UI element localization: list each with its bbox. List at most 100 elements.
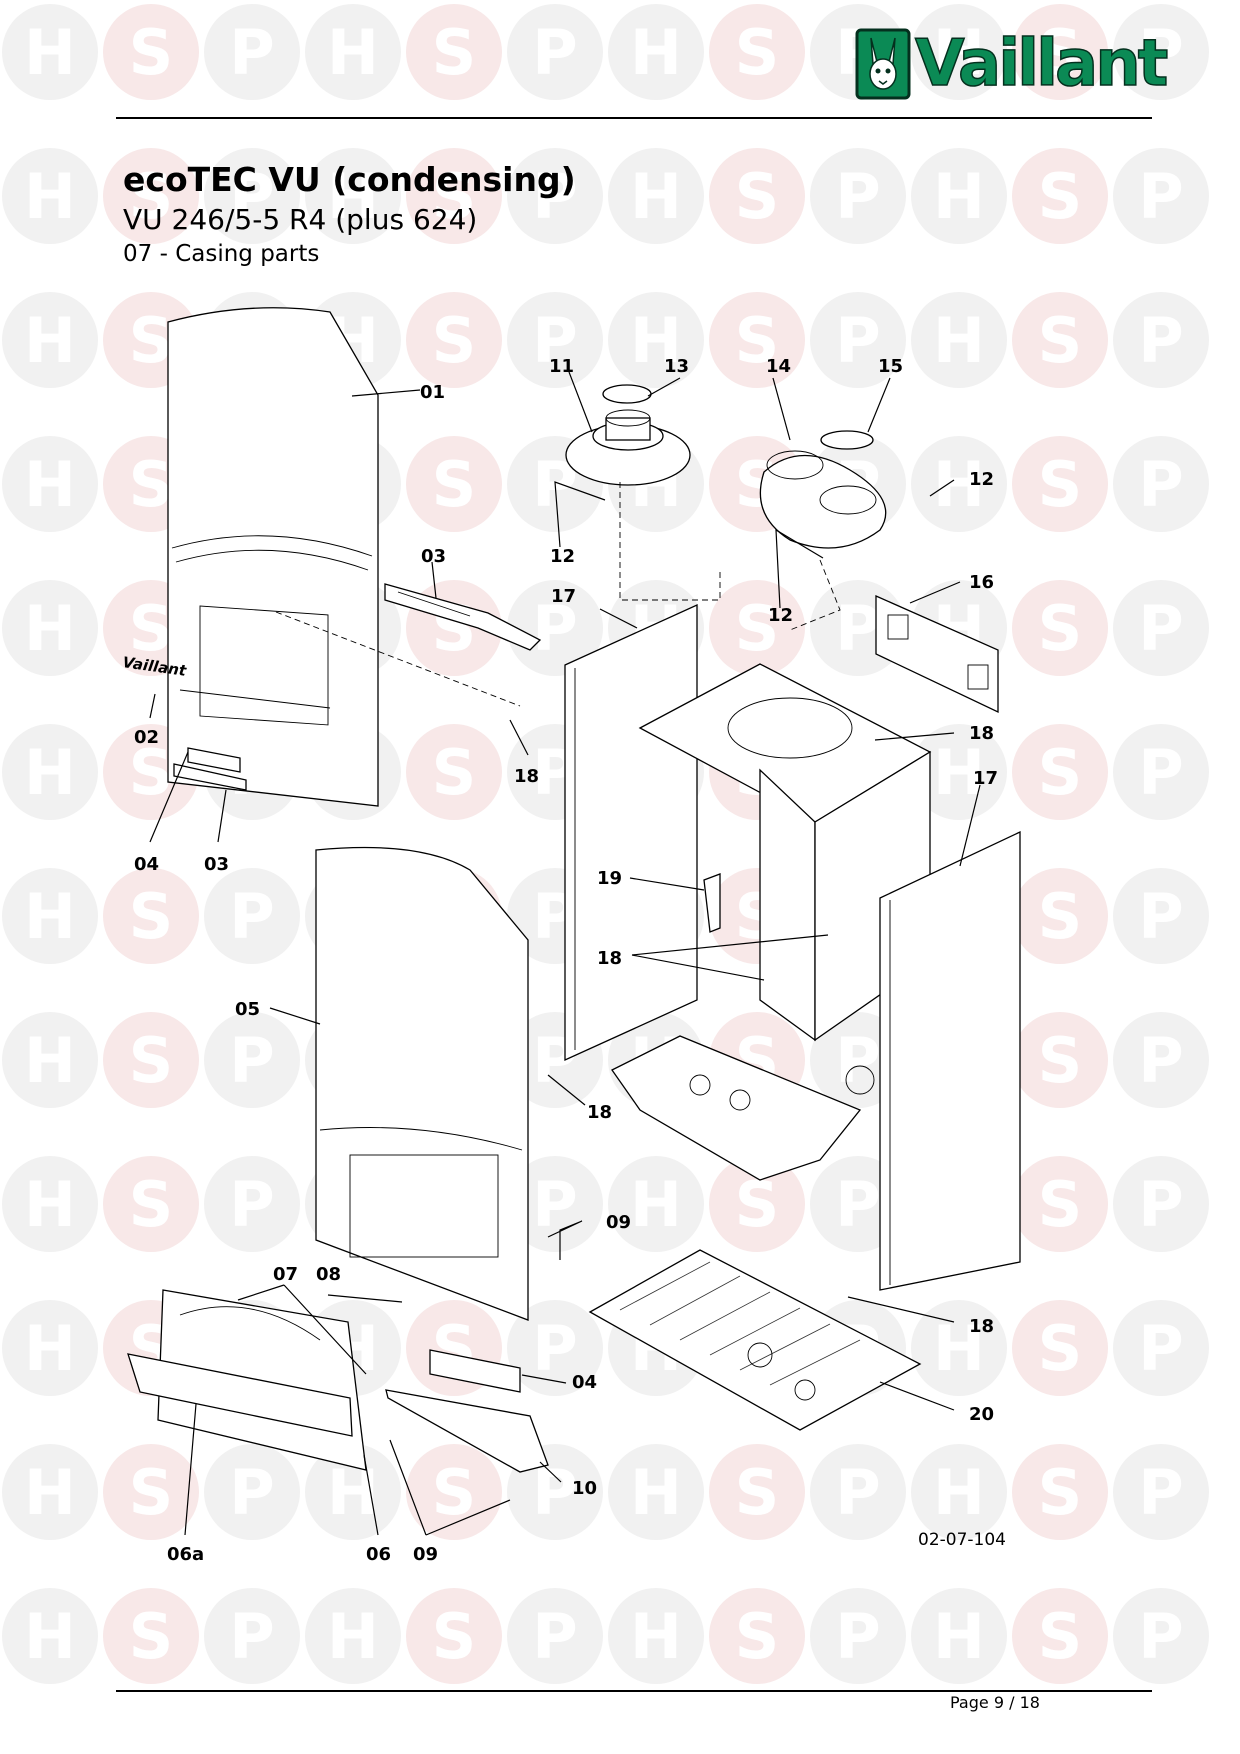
watermark-circle — [103, 4, 199, 100]
watermark-circle — [1012, 436, 1108, 532]
watermark-circle — [1012, 580, 1108, 676]
watermark-circle — [911, 148, 1007, 244]
watermark-circle — [2, 148, 98, 244]
watermark-letter: H — [24, 1312, 76, 1385]
watermark-circle — [911, 436, 1007, 532]
watermark-circle — [406, 724, 502, 820]
part-19-clip — [703, 873, 721, 933]
watermark-letter: P — [835, 592, 880, 665]
watermark-circle — [305, 1588, 401, 1684]
watermark-letter: S — [1038, 592, 1083, 665]
watermark-letter: S — [1038, 1600, 1083, 1673]
watermark-circle — [2, 868, 98, 964]
watermark-letter: P — [835, 160, 880, 233]
callout-label: 18 — [969, 1316, 994, 1337]
watermark-letter: H — [327, 16, 379, 89]
watermark-letter: P — [835, 1168, 880, 1241]
watermark-circle — [2, 436, 98, 532]
callout-label: 09 — [606, 1212, 631, 1233]
watermark-letter: S — [129, 736, 174, 809]
watermark-circle — [1012, 1012, 1108, 1108]
watermark-circle — [608, 1156, 704, 1252]
watermark-letter: H — [24, 1024, 76, 1097]
page-number: Page 9 / 18 — [950, 1693, 1040, 1712]
callout-label: 03 — [421, 546, 446, 567]
watermark-circle — [204, 1588, 300, 1684]
watermark-circle — [1113, 580, 1209, 676]
watermark-circle — [1012, 724, 1108, 820]
watermark-letter: P — [835, 1600, 880, 1673]
watermark-letter: H — [933, 1600, 985, 1673]
watermark-circle — [103, 1444, 199, 1540]
callout-label: 16 — [969, 572, 994, 593]
watermark-circle — [204, 1012, 300, 1108]
callout-label: 04 — [572, 1372, 597, 1393]
watermark-circle — [1012, 148, 1108, 244]
watermark-circle — [1012, 4, 1108, 100]
watermark-circle — [2, 580, 98, 676]
callout-label: 15 — [878, 356, 903, 377]
watermark-letter: H — [24, 880, 76, 953]
part-10-lower-strip — [385, 1349, 549, 1473]
watermark-circle — [911, 4, 1007, 100]
watermark-letter: P — [532, 1312, 577, 1385]
callout-labels: 01 02 03 03 04 04 05 06 06a 07 08 09 09 … — [134, 356, 998, 1565]
watermark-circle — [305, 1444, 401, 1540]
watermark-letter: P — [1138, 736, 1183, 809]
callout-label: 18 — [587, 1102, 612, 1123]
watermark-circle — [911, 1588, 1007, 1684]
watermark-circle — [507, 1588, 603, 1684]
watermark-circle — [810, 1588, 906, 1684]
watermark-letter: S — [432, 736, 477, 809]
watermark-circle — [406, 4, 502, 100]
watermark-letter: P — [532, 592, 577, 665]
watermark-circle — [2, 1012, 98, 1108]
watermark-circle — [709, 580, 805, 676]
watermark-circle — [810, 1444, 906, 1540]
header-rule — [116, 117, 1152, 119]
part-06-lower-panel — [127, 1289, 367, 1471]
part-20-base-grille — [588, 1249, 922, 1431]
watermark-letter: H — [933, 448, 985, 521]
part-06a-trim — [127, 1353, 353, 1437]
watermark-letter: H — [933, 1456, 985, 1529]
watermark-letter: S — [1038, 1312, 1083, 1385]
watermark-circle — [810, 292, 906, 388]
watermark-circle — [1012, 1300, 1108, 1396]
watermark-letter: P — [835, 304, 880, 377]
watermark-letter: S — [129, 448, 174, 521]
watermark-circle — [1113, 868, 1209, 964]
watermark-circle — [103, 1012, 199, 1108]
watermark-circle — [2, 724, 98, 820]
part-14-twin-flue-adaptor — [759, 450, 887, 549]
watermark-letter: P — [229, 1600, 274, 1673]
callout-label: 19 — [597, 868, 622, 889]
callout-label: 11 — [549, 356, 574, 377]
watermark-letter: P — [1138, 1168, 1183, 1241]
callout-label: 06 — [366, 1544, 391, 1565]
callout-label: 14 — [766, 356, 791, 377]
part-11-flue-adaptor — [565, 409, 691, 486]
watermark-letter: P — [229, 880, 274, 953]
callout-label: 09 — [413, 1544, 438, 1565]
watermark-letter: P — [1138, 16, 1183, 89]
watermark-letter: S — [129, 304, 174, 377]
watermark-circle — [204, 4, 300, 100]
part-13-seal — [602, 384, 652, 404]
watermark-circle — [406, 1588, 502, 1684]
brand-name: Vaillant — [914, 27, 1169, 101]
watermark-letter: H — [24, 16, 76, 89]
title-block: ecoTEC VU (condensing) VU 246/5-5 R4 (pl… — [123, 158, 576, 270]
watermark-circle — [608, 148, 704, 244]
watermark-letter: S — [1038, 1024, 1083, 1097]
leader-lines — [149, 371, 981, 1536]
watermark-circle — [1113, 1444, 1209, 1540]
watermark-letter: P — [229, 160, 274, 233]
watermark-letter: S — [432, 448, 477, 521]
callout-label: 08 — [316, 1264, 341, 1285]
watermark-circle — [1113, 724, 1209, 820]
watermark-circle — [507, 1156, 603, 1252]
watermark-circle — [1113, 148, 1209, 244]
part-05-front-panel — [315, 846, 529, 1321]
callout-label: 13 — [664, 356, 689, 377]
